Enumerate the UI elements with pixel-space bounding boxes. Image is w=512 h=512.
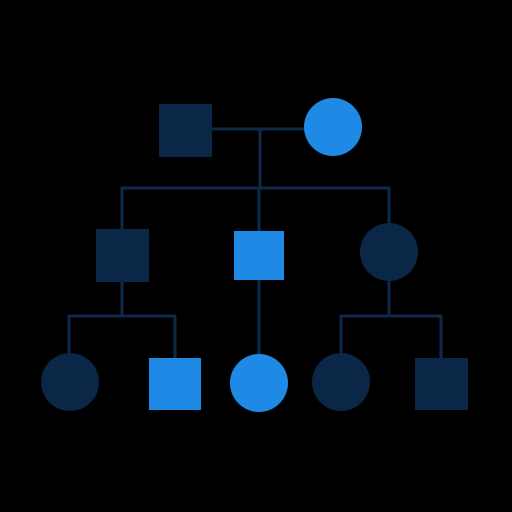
g3-female-4-circle xyxy=(312,353,370,411)
g2-right-female-circle xyxy=(360,223,418,281)
g3-male-2-square xyxy=(149,358,201,410)
connector-lines xyxy=(67,127,443,360)
g2-left-male-square xyxy=(96,229,149,282)
g3-female-1-circle xyxy=(41,353,99,411)
g1-male-square xyxy=(159,104,212,157)
g2-middle-male-square xyxy=(234,231,284,280)
g1-female-circle xyxy=(304,98,362,156)
g3-female-3-circle xyxy=(230,354,288,412)
g3-male-5-square xyxy=(415,358,468,410)
